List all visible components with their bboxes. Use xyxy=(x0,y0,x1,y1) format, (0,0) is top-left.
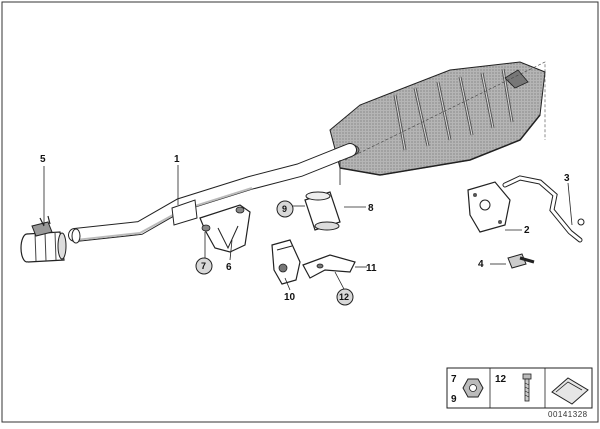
sleeve xyxy=(304,191,341,231)
nut-icon xyxy=(462,378,484,398)
legend-label-9: 9 xyxy=(451,394,457,405)
callout-3: 3 xyxy=(564,173,570,184)
gasket-plate xyxy=(467,181,511,233)
screw-icon xyxy=(522,373,532,402)
circled-callout-12: 12 xyxy=(336,288,354,306)
reference-line xyxy=(344,61,546,161)
callout-11: 11 xyxy=(366,263,377,274)
part-number: 00141328 xyxy=(548,410,588,419)
leader-lines xyxy=(43,160,573,292)
callout-4: 4 xyxy=(478,259,484,270)
callout-6: 6 xyxy=(226,262,232,273)
bracket xyxy=(199,204,251,253)
clamp xyxy=(20,215,67,263)
callout-8: 8 xyxy=(368,203,374,214)
tailpipe-bracket xyxy=(302,254,356,279)
hanger-rod xyxy=(502,175,585,243)
seal-icon xyxy=(551,377,589,405)
callout-10: 10 xyxy=(284,292,296,303)
exhaust-pipe xyxy=(68,143,357,244)
callout-1: 1 xyxy=(174,154,180,165)
rear-silencer xyxy=(329,61,546,176)
legend-label-12: 12 xyxy=(495,374,507,385)
callout-2: 2 xyxy=(524,225,530,236)
svg-text:9: 9 xyxy=(282,204,287,214)
circled-callout-9: 9 xyxy=(276,200,294,218)
legend-label-7: 7 xyxy=(451,374,457,385)
circled-callout-7: 7 xyxy=(195,257,213,275)
parts-legend: 7 9 12 xyxy=(446,367,593,409)
bolt xyxy=(507,253,535,269)
callout-5: 5 xyxy=(40,154,46,165)
svg-text:7: 7 xyxy=(201,261,206,271)
rubber-mount xyxy=(271,239,301,285)
svg-text:12: 12 xyxy=(339,292,349,302)
